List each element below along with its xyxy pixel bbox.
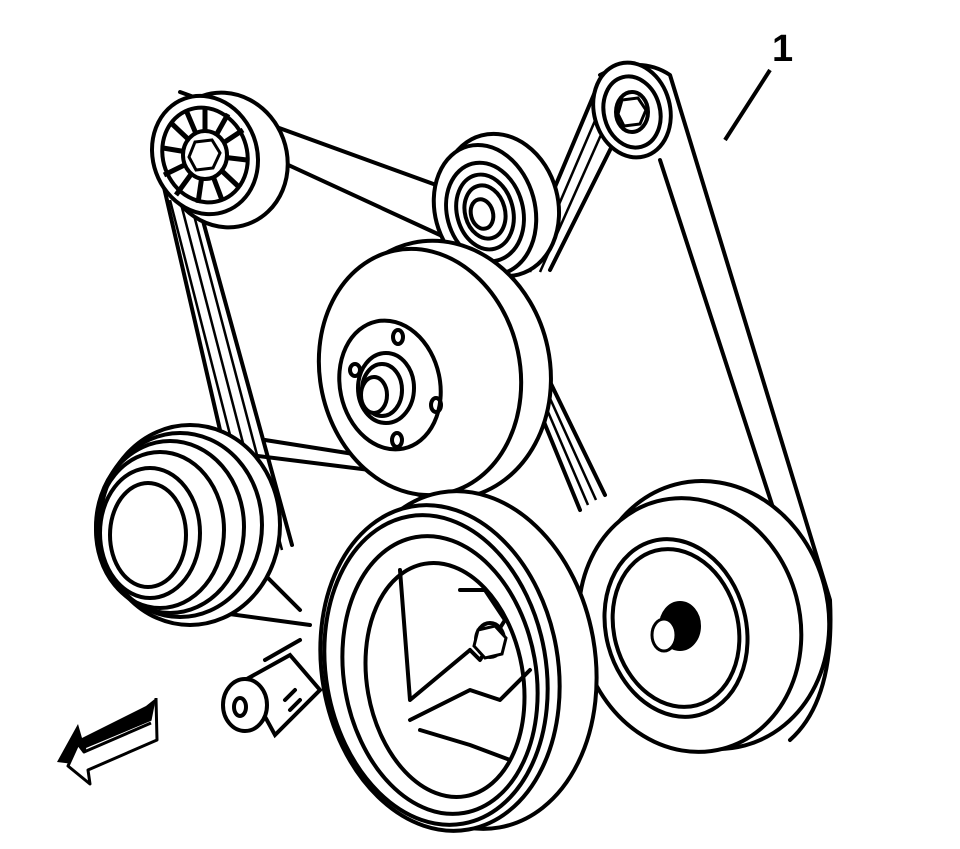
tensioner-bracket (221, 638, 323, 739)
power-steering-pump-pulley (576, 479, 832, 754)
callout-leader-line (723, 68, 772, 142)
crankshaft-balancer (318, 489, 599, 833)
callout-label-1: 1 (772, 28, 794, 70)
generator-pulley (94, 423, 282, 627)
idler-pulley-upper-left (150, 90, 290, 230)
tensioner-pulley-upper-right (591, 60, 673, 160)
idler-pulley-upper-center (431, 131, 562, 279)
water-pump-pulley (316, 238, 553, 502)
front-direction-arrow-icon (57, 697, 159, 786)
